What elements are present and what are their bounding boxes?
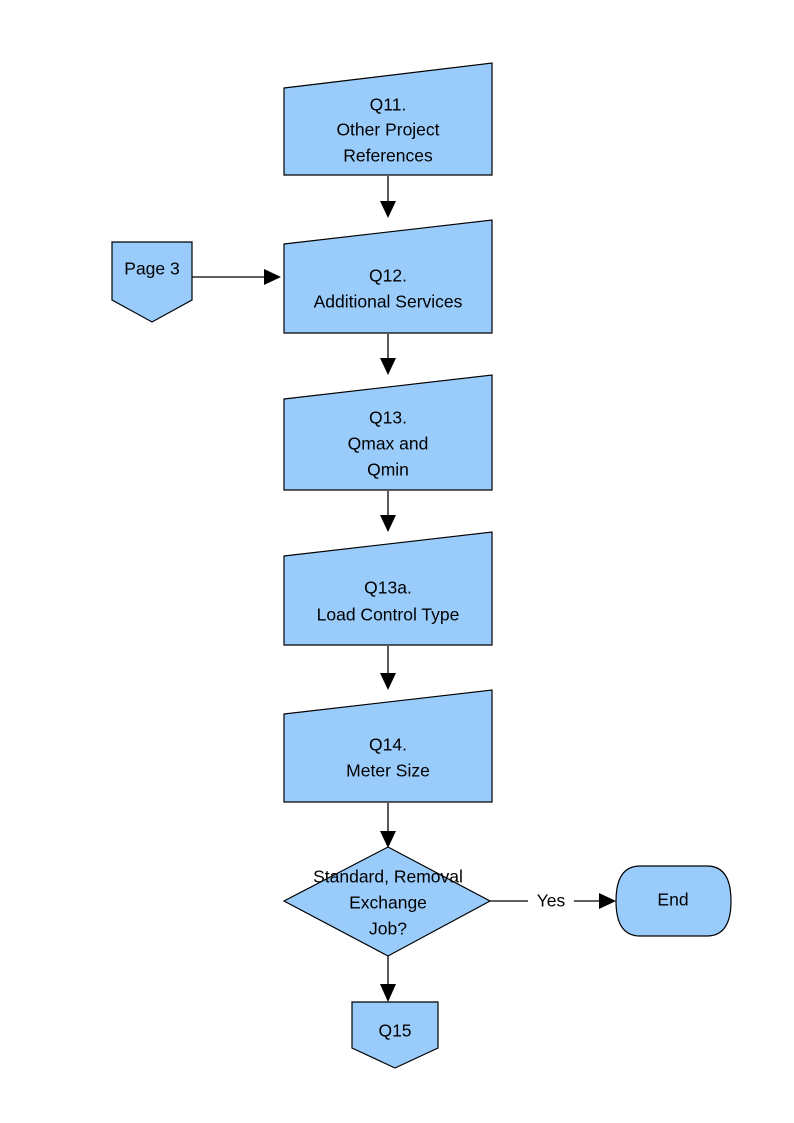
- node-decision-line3: Job?: [369, 919, 407, 939]
- node-decision-line1: Standard, Removal: [313, 867, 463, 887]
- node-q14[interactable]: Q14. Meter Size: [283, 689, 493, 803]
- connector-q13-to-q13a: [380, 491, 396, 532]
- arrowhead-icon: [380, 358, 396, 375]
- node-q12-line2: Additional Services: [314, 292, 463, 312]
- connector-q14-to-decision: [380, 803, 396, 848]
- node-q12-line1: Q12.: [369, 266, 407, 286]
- node-q12[interactable]: Q12. Additional Services: [283, 219, 493, 334]
- connector-q11-to-q12: [380, 176, 396, 218]
- arrowhead-icon: [380, 984, 396, 1002]
- node-decision[interactable]: Standard, Removal Exchange Job?: [282, 846, 492, 957]
- node-decision-line2: Exchange: [349, 893, 427, 913]
- node-q13-line1: Q13.: [369, 408, 407, 428]
- node-q11-shape[interactable]: [283, 62, 493, 176]
- node-decision-shape[interactable]: [282, 846, 492, 957]
- arrowhead-icon: [380, 201, 396, 218]
- node-q13[interactable]: Q13. Qmax and Qmin: [283, 374, 493, 491]
- node-q13-line2: Qmax and: [348, 434, 429, 454]
- node-q11-line2: Other Project: [336, 120, 439, 140]
- arrowhead-icon: [380, 831, 396, 848]
- node-q11-line1: Q11.: [370, 95, 407, 115]
- arrowhead-icon: [264, 269, 281, 285]
- arrowhead-icon: [380, 515, 396, 532]
- node-q15[interactable]: Q15: [351, 1001, 439, 1069]
- arrowhead-icon: [599, 893, 616, 909]
- node-q13a-shape[interactable]: [283, 531, 493, 646]
- edge-label-backdrop: [528, 889, 574, 913]
- node-q13-line3: Qmin: [367, 460, 409, 480]
- node-q11[interactable]: Q11. Other Project References: [283, 62, 493, 176]
- arrowhead-icon: [380, 673, 396, 690]
- connector-decision-to-end: Yes: [490, 889, 616, 913]
- node-q15-label: Q15: [378, 1021, 411, 1041]
- connector-q13a-to-q14: [380, 646, 396, 690]
- node-q14-line2: Meter Size: [346, 761, 430, 781]
- node-q13a-line2: Load Control Type: [317, 605, 460, 625]
- node-page3-shape[interactable]: [111, 241, 193, 323]
- connector-q12-to-q13: [380, 334, 396, 375]
- node-q14-shape[interactable]: [283, 689, 493, 803]
- node-q12-shape[interactable]: [283, 219, 493, 334]
- node-end[interactable]: End: [615, 865, 732, 937]
- edge-label-yes: Yes: [537, 891, 566, 911]
- connector-page3-to-q12: [192, 269, 281, 285]
- connector-decision-to-q15: [380, 956, 396, 1002]
- node-page3[interactable]: Page 3: [111, 241, 193, 323]
- node-q11-line3: References: [343, 146, 433, 166]
- node-q14-line1: Q14.: [369, 735, 407, 755]
- node-q15-shape[interactable]: [351, 1001, 439, 1069]
- node-q13a[interactable]: Q13a. Load Control Type: [283, 531, 493, 646]
- node-q13a-line1: Q13a.: [364, 578, 412, 598]
- node-page3-label: Page 3: [124, 259, 179, 279]
- node-end-label: End: [657, 890, 688, 910]
- node-end-shape[interactable]: [615, 865, 732, 937]
- node-q13-shape[interactable]: [283, 374, 493, 491]
